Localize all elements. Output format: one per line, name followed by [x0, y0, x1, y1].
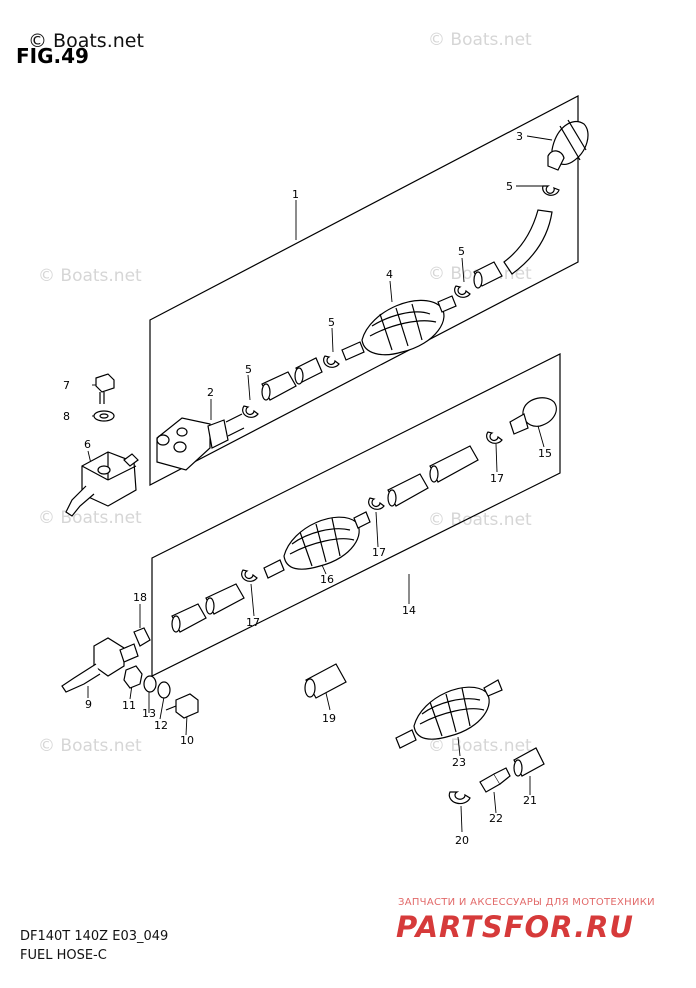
callout-label: 4: [386, 268, 393, 281]
primer-bulb-16: [263, 511, 371, 579]
callout-label: 17: [246, 616, 260, 629]
model-code: DF140T 140Z E03_049: [20, 929, 169, 944]
clamp-20: [448, 791, 471, 805]
watermark: © Boats.net: [38, 508, 142, 528]
watermark: © Boats.net: [428, 30, 532, 50]
ad-logo: PARTSFOR.RU: [396, 910, 634, 944]
callout-labels: 1 2 3 4 5 5 5 5 6 7 8 9 10 11 12 13 14 1…: [63, 130, 552, 847]
spacer-13: [143, 675, 157, 693]
fuel-connector-2: [156, 413, 245, 471]
figure-title: FIG.49: [16, 44, 89, 68]
callout-label: 7: [63, 379, 70, 392]
ad-tagline: ЗАПЧАСТИ И АКСЕССУАРЫ ДЛЯ МОТОТЕХНИКИ: [398, 897, 655, 908]
callout-label: 20: [455, 834, 469, 847]
bracket-6: [65, 451, 139, 517]
callout-label: 17: [490, 472, 504, 485]
hose-1: [261, 357, 323, 401]
callout-label: 23: [452, 756, 466, 769]
callout-label: 5: [328, 316, 335, 329]
callout-label: 2: [207, 386, 214, 399]
watermark: © Boats.net: [38, 266, 142, 286]
washer-8-hole: [99, 413, 109, 419]
callout-label: 15: [538, 447, 552, 460]
callout-label: 5: [458, 245, 465, 258]
callout-label: 19: [322, 712, 336, 725]
fitting-9: [61, 637, 139, 693]
callout-label: 11: [122, 699, 136, 712]
watermark: © Boats.net: [428, 510, 532, 530]
callout-label: 12: [154, 719, 168, 732]
hose-2: [473, 209, 553, 289]
clamps-5: [242, 185, 560, 418]
washer-8: [93, 410, 115, 422]
primer-bulb-23: [395, 679, 503, 749]
callout-label: 10: [180, 734, 194, 747]
callout-label: 1: [292, 188, 299, 201]
watermark: © Boats.net: [428, 736, 532, 756]
callout-label: 5: [245, 363, 252, 376]
washer-12: [157, 681, 171, 699]
watermark: © Boats.net: [38, 736, 142, 756]
bolt-7: [95, 373, 115, 404]
diagram-name: FUEL HOSE-C: [20, 948, 107, 963]
callout-label: 3: [516, 130, 523, 143]
leader-lines: [87, 135, 553, 833]
fuel-connector-3: [547, 119, 589, 171]
callout-label: 18: [133, 591, 147, 604]
hose-21: [513, 747, 545, 777]
callout-label: 9: [85, 698, 92, 711]
hoses-14: [171, 445, 479, 633]
figure-watermark: © Boats.net: [28, 30, 144, 52]
connector-22: [479, 767, 511, 793]
callout-label: 21: [523, 794, 537, 807]
nut-11: [123, 665, 143, 689]
assembly-frame-1: [149, 95, 579, 486]
callout-label: 16: [320, 573, 334, 586]
callout-label: 13: [142, 707, 156, 720]
callout-label: 17: [372, 546, 386, 559]
assembly-frame-14: [151, 353, 561, 677]
callout-label: 14: [402, 604, 416, 617]
callout-label: 8: [63, 410, 70, 423]
primer-bulb-4: [341, 295, 457, 361]
fuel-connector-15: [509, 397, 557, 435]
callout-label: 6: [84, 438, 91, 451]
bolt-10: [165, 693, 199, 719]
callout-label: 22: [489, 812, 503, 825]
sleeve-19: [304, 663, 347, 699]
clip-18: [133, 627, 151, 647]
callout-label: 5: [506, 180, 513, 193]
clamps-17: [241, 431, 503, 582]
